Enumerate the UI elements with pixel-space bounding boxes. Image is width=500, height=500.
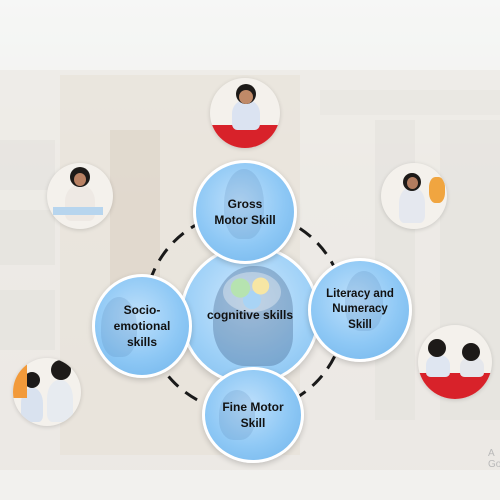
node-gross-motor-skill: Gross Motor Skill: [193, 160, 297, 264]
watermark-text: A Go: [488, 448, 500, 470]
child-holding-board-photo: [47, 163, 113, 229]
node-label: Socio- emotional skills: [113, 302, 171, 350]
node-socio-emotional-skills: Socio- emotional skills: [92, 274, 192, 378]
two-children-table-photo: [418, 325, 492, 399]
node-fine-motor-skill: Fine Motor Skill: [202, 367, 304, 463]
center-node-label: cognitive skills: [206, 308, 294, 322]
node-label: Fine Motor Skill: [222, 399, 284, 430]
node-label: Literacy and Numeracy Skill: [326, 287, 394, 331]
brain-icon: [223, 272, 281, 312]
two-children-photo: [13, 358, 81, 426]
center-node-cognitive-skills: cognitive skills: [180, 245, 320, 385]
child-at-table-photo: [210, 78, 280, 148]
node-literacy-numeracy-skill: Literacy and Numeracy Skill: [308, 258, 412, 362]
child-with-teacher-photo: [381, 163, 447, 229]
node-label: Gross Motor Skill: [214, 196, 276, 227]
